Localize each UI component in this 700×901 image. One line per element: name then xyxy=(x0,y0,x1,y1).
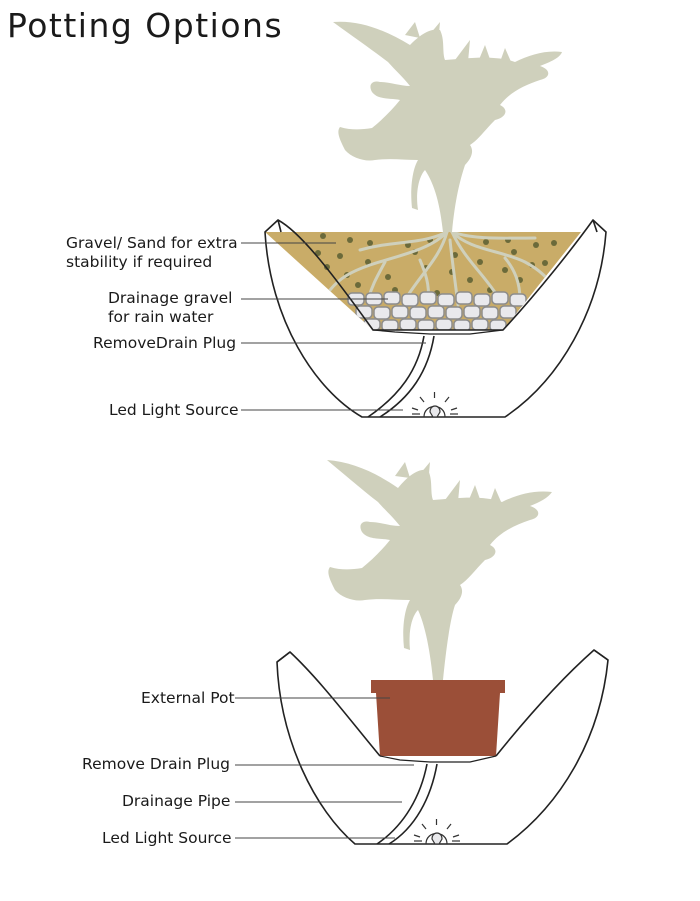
top-planter-diagram xyxy=(241,21,607,418)
label-drainage-gravel-line1: Drainage gravel xyxy=(108,289,233,307)
label-led-light-bottom: Led Light Source xyxy=(102,829,232,847)
label-drainage-gravel: Drainage gravel for rain water xyxy=(108,289,232,327)
label-gravel-sand-line1: Gravel/ Sand for extra xyxy=(66,234,238,252)
label-drainage-pipe: Drainage Pipe xyxy=(122,792,231,810)
leader-lines-top xyxy=(241,242,426,411)
label-external-pot: External Pot xyxy=(141,689,235,707)
led-light-icon-bottom xyxy=(413,819,460,845)
label-drainage-gravel-line2: for rain water xyxy=(108,308,214,326)
label-led-light-top: Led Light Source xyxy=(109,401,239,419)
led-light-icon-top xyxy=(411,392,458,418)
label-drain-plug-bottom: Remove Drain Plug xyxy=(82,755,231,773)
page-title: Potting Options xyxy=(7,6,284,45)
sand-layer xyxy=(265,232,581,330)
sand-dots xyxy=(315,233,557,296)
external-pot xyxy=(371,680,505,763)
label-drain-plug-top: RemoveDrain Plug xyxy=(93,334,237,352)
bottom-planter-diagram xyxy=(235,460,609,845)
leader-lines-bottom xyxy=(235,697,414,839)
label-gravel-sand: Gravel/ Sand for extra stability if requ… xyxy=(66,234,238,272)
label-gravel-sand-line2: stability if required xyxy=(66,253,213,271)
plant-foliage-bottom xyxy=(327,460,552,680)
plant-foliage xyxy=(333,21,562,233)
